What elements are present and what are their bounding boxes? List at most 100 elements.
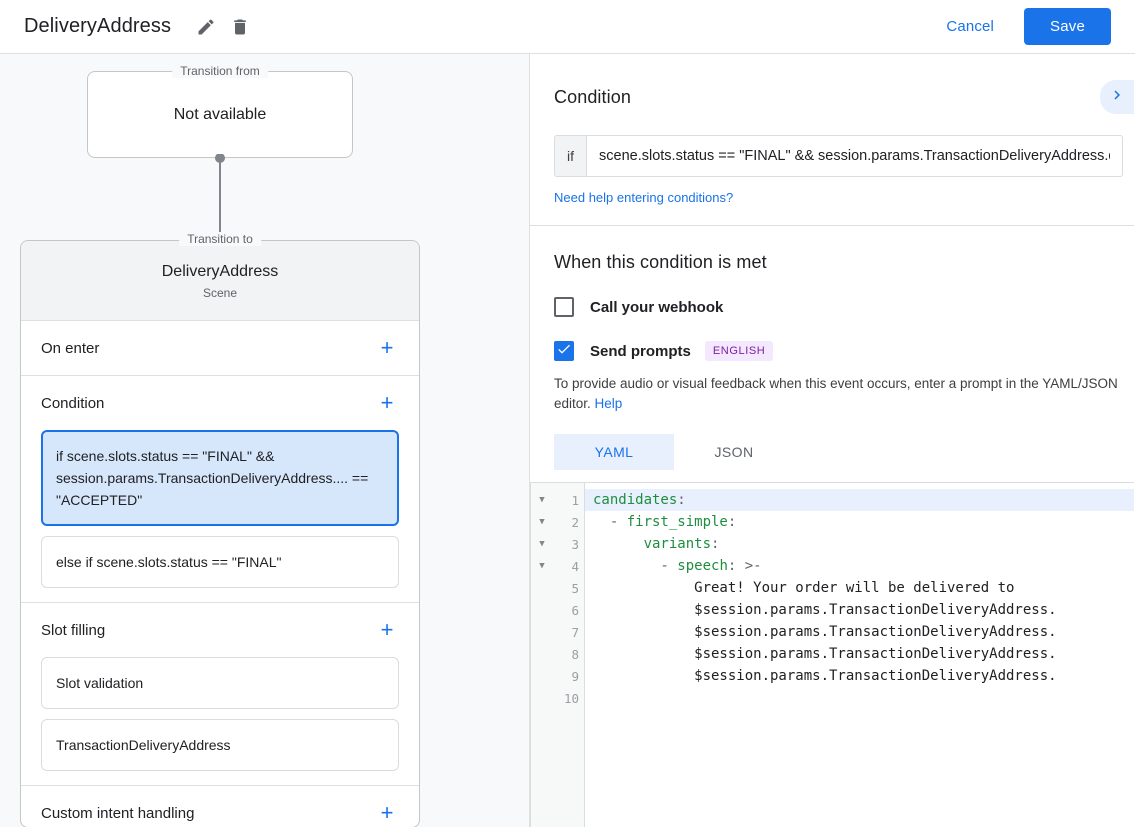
code-token: first_simple [626, 514, 728, 530]
code-line[interactable]: $session.params.TransactionDeliveryAddre… [585, 621, 1134, 643]
code-line[interactable] [585, 687, 1134, 709]
edit-name-button[interactable] [189, 10, 223, 44]
plus-icon[interactable]: + [380, 800, 394, 825]
code-line[interactable]: candidates: [585, 489, 1134, 511]
save-button[interactable]: Save [1024, 8, 1111, 45]
gutter-row: 6 [531, 599, 584, 621]
line-number: 10 [563, 690, 579, 706]
section-header: On enter+ [21, 321, 419, 375]
code-token: $session.params.TransactionDeliveryAddre… [593, 668, 1057, 684]
gutter-row: 10 [531, 687, 584, 709]
list-item[interactable]: Slot validation [41, 657, 399, 709]
line-number: 3 [571, 536, 579, 552]
language-badge: ENGLISH [704, 341, 774, 361]
scene-sections-list: On enter+ Condition + if scene.slots.status… [21, 321, 419, 827]
condition-input[interactable] [587, 136, 1122, 176]
code-token: - [593, 514, 627, 530]
editor-format-tabs: YAML JSON [554, 434, 1110, 470]
tab-json[interactable]: JSON [714, 444, 754, 460]
code-token: candidates [593, 492, 678, 508]
code-token: $session.params.TransactionDeliveryAddre… [593, 602, 1057, 618]
code-token: : [727, 514, 737, 530]
scene-section-condition: Condition + if scene.slots.status == "FINA… [21, 376, 419, 603]
pencil-icon [196, 17, 216, 37]
plus-icon[interactable]: + [380, 617, 394, 642]
code-line[interactable]: $session.params.TransactionDeliveryAddre… [585, 665, 1134, 687]
section-header: Custom intent handling + [21, 786, 419, 827]
fold-arrow-icon[interactable]: ▼ [539, 539, 545, 549]
cancel-button[interactable]: Cancel [930, 9, 1010, 44]
section-title: Slot filling [41, 621, 106, 639]
condition-heading: Condition [554, 86, 631, 107]
condition-detail-pane: Condition if Need help entering conditio… [530, 54, 1134, 827]
code-token: : >- [727, 558, 762, 574]
section-title: Condition [41, 394, 105, 412]
list-item[interactable]: TransactionDeliveryAddress [41, 719, 399, 771]
fold-arrow-icon[interactable]: ▼ [539, 561, 545, 571]
code-line[interactable]: $session.params.TransactionDeliveryAddre… [585, 643, 1134, 665]
tab-yaml[interactable]: YAML [554, 434, 674, 470]
line-number: 7 [571, 624, 579, 640]
plus-icon[interactable]: + [380, 335, 394, 360]
code-token: : [711, 536, 720, 552]
code-line[interactable]: - speech: >- [585, 555, 1134, 577]
prompts-help-link[interactable]: Help [594, 396, 623, 411]
page-title: DeliveryAddress [24, 15, 172, 37]
scene-section-custom-intent-handling: Custom intent handling + [21, 786, 419, 827]
scene-card-header[interactable]: DeliveryAddress Scene [21, 241, 419, 321]
plus-icon[interactable]: + [380, 390, 394, 415]
prompts-helper-text: To provide audio or visual feedback when… [554, 374, 1118, 414]
code-token: variants [643, 536, 712, 552]
list-item[interactable]: else if scene.slots.status == "FINAL" [41, 536, 399, 588]
gutter-row: 9 [531, 665, 584, 687]
line-number: 5 [571, 580, 579, 596]
section-items: if scene.slots.status == "FINAL" && sess… [21, 430, 419, 602]
gutter-row: ▼4 [531, 555, 584, 577]
scene-section-on-enter: On enter+ [21, 321, 419, 376]
section-title: Custom intent handling [41, 804, 195, 822]
line-number: 9 [571, 668, 579, 684]
code-token: $session.params.TransactionDeliveryAddre… [593, 646, 1057, 662]
condition-if-prefix: if [555, 136, 587, 176]
fold-arrow-icon[interactable]: ▼ [539, 495, 545, 505]
send-prompts-label: Send prompts [590, 342, 691, 360]
call-webhook-checkbox[interactable] [554, 297, 574, 317]
condition-help-link[interactable]: Need help entering conditions? [554, 190, 734, 205]
scene-type: Scene [202, 286, 238, 300]
gutter-row: ▼3 [531, 533, 584, 555]
code-line[interactable]: $session.params.TransactionDeliveryAddre… [585, 599, 1134, 621]
condition-input-group[interactable]: if [554, 135, 1123, 177]
when-condition-met-block: When this condition is met Call your web… [530, 226, 1134, 470]
code-line[interactable]: Great! Your order will be delivered to [585, 577, 1134, 599]
code-token: Great! Your order will be delivered to [593, 580, 1015, 596]
line-number: 2 [571, 514, 579, 530]
line-number: 1 [571, 492, 579, 508]
condition-header-row: Condition [554, 80, 1134, 114]
app-header: DeliveryAddress Cancel Save [0, 0, 1135, 54]
transition-from-value: Not available [173, 105, 267, 123]
transition-from-card[interactable]: Transition from Not available [87, 64, 353, 158]
delete-button[interactable] [223, 10, 257, 44]
prompts-helper-sentence: To provide audio or visual feedback when… [554, 376, 1118, 411]
send-prompts-checkbox[interactable] [554, 341, 574, 361]
editor-code-area[interactable]: candidates: - first_simple: variants: - … [585, 483, 1134, 827]
chevron-right-icon [1108, 86, 1126, 109]
trash-icon [230, 17, 250, 37]
when-met-heading: When this condition is met [554, 252, 767, 272]
code-line[interactable]: - first_simple: [585, 511, 1134, 533]
list-item[interactable]: if scene.slots.status == "FINAL" && sess… [41, 430, 399, 526]
scene-name: DeliveryAddress [161, 263, 279, 280]
line-number: 4 [571, 558, 579, 574]
condition-block: Condition if Need help entering conditio… [530, 54, 1134, 226]
transition-from-legend: Transition from [172, 64, 268, 78]
gutter-row: ▼2 [531, 511, 584, 533]
send-prompts-row[interactable]: Send prompts ENGLISH [554, 341, 1110, 361]
call-webhook-label: Call your webhook [590, 298, 724, 316]
fold-arrow-icon[interactable]: ▼ [539, 517, 545, 527]
next-panel-button[interactable] [1100, 80, 1134, 114]
webhook-row[interactable]: Call your webhook [554, 297, 1110, 317]
code-line[interactable]: variants: [585, 533, 1134, 555]
